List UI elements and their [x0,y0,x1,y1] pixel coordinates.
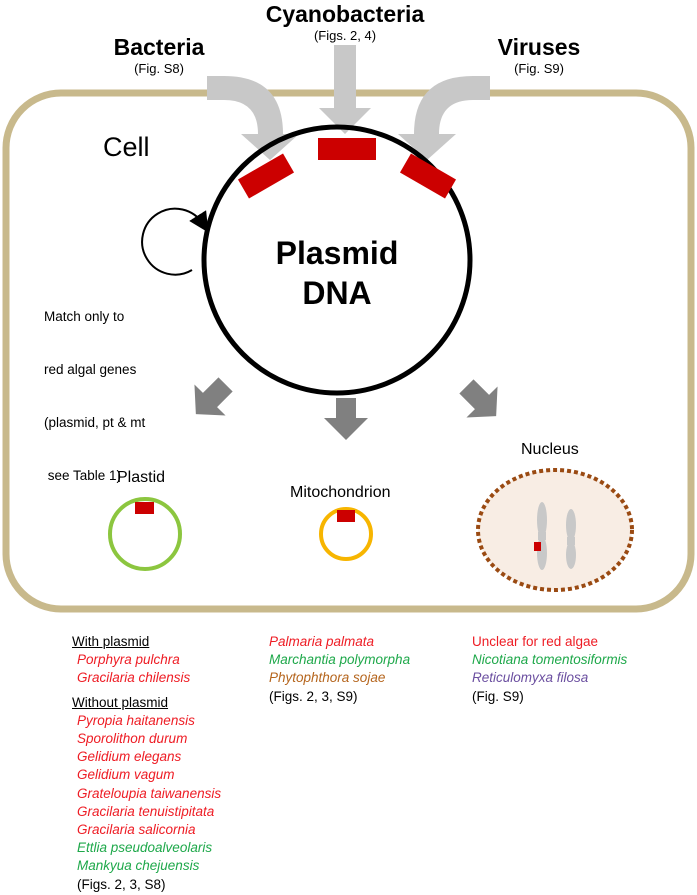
mitochondrion-species-list: Palmaria palmata Marchantia polymorpha P… [264,633,410,706]
plastid-label: Plastid [117,469,166,486]
species-item: Gracilaria chilensis [77,670,191,686]
mitochondrion-insert [337,510,355,522]
match-note-line: Match only to [44,309,125,325]
cyanobacteria-ref: (Figs. 2, 4) [313,28,377,43]
plasmid-insert-viruses [399,153,457,199]
arrow-to-nucleus [459,379,498,418]
nucleus-envelope [476,468,634,592]
nucleus-species-list: Unclear for red algae Nicotiana tomentos… [467,633,627,706]
species-item: Gracilaria tenuistipitata [77,803,215,819]
species-item: Pyropia haitanensis [77,712,195,728]
mitochondrion-label: Mitochondrion [290,484,391,501]
species-item: Mankyua chejuensis [77,858,200,874]
plasmid-insert-bacteria [237,153,295,199]
bacteria-arrow [207,76,299,160]
match-note-line: see Table 1) [44,467,122,483]
species-item: Grateloupia taiwanensis [77,785,222,801]
species-item: Sporolithon durum [77,731,188,747]
chromosome-left [537,502,547,570]
plasmid-ring [201,124,473,396]
species-item: Marchantia polymorpha [269,652,411,668]
arrow-to-plastid [194,377,233,416]
cyanobacteria-name: Cyanobacteria [265,1,425,27]
mitochondrion-ring [319,507,373,561]
chromosome-right [566,509,576,569]
plasmid-label-line1: Plasmid [275,235,399,271]
arrow-to-mitochondrion [324,398,368,440]
species-item: Porphyra pulchra [77,652,180,668]
plasmid-label-line2: DNA [302,275,372,311]
viruses-label: Viruses (Fig. S9) [474,34,604,76]
with-plasmid-header: With plasmid [72,634,150,649]
plastid-species-list: With plasmid Porphyra pulchra Gracilaria… [72,633,221,894]
cyanobacteria-label: Cyanobacteria (Figs. 2, 4) [245,1,445,43]
plastid-insert [135,502,154,514]
match-note: Match only to red algal genes (plasmid, … [44,273,145,502]
viruses-ref: (Fig. S9) [514,61,564,76]
cyanobacteria-arrow [319,45,371,134]
species-item: Gracilaria salicornia [77,822,196,838]
nucleus-insert [534,542,541,551]
match-note-line: (plasmid, pt & mt [44,414,146,430]
plastid-figure-ref: (Figs. 2, 3, S8) [77,876,166,892]
self-cycle-arrow [141,207,209,276]
species-item: Phytophthora sojae [269,670,386,686]
bacteria-name: Bacteria [113,34,205,60]
species-item: Nicotiana tomentosiformis [472,652,628,668]
nucleus-label: Nucleus [521,441,579,458]
plasmid-insert-cyanobacteria [318,138,376,160]
nucleus-figure-ref: (Fig. S9) [472,688,524,704]
match-note-line: red algal genes [44,361,137,377]
species-item: Gelidium elegans [77,749,182,765]
cell-label: Cell [103,132,150,162]
species-item: Reticulomyxa filosa [472,670,589,686]
viruses-arrow [398,76,490,160]
nucleus-unclear-header: Unclear for red algae [472,634,599,649]
species-item: Palmaria palmata [269,634,375,649]
mitochondrion-figure-ref: (Figs. 2, 3, S9) [269,688,358,704]
bacteria-ref: (Fig. S8) [134,61,184,76]
plasmid-label: Plasmid DNA [237,233,437,313]
viruses-name: Viruses [497,34,581,60]
species-item: Ettlia pseudoalveolaris [77,840,213,856]
plastid-ring [108,497,182,571]
species-item: Gelidium vagum [77,767,175,783]
without-plasmid-header: Without plasmid [72,694,169,710]
bacteria-label: Bacteria (Fig. S8) [94,34,224,76]
